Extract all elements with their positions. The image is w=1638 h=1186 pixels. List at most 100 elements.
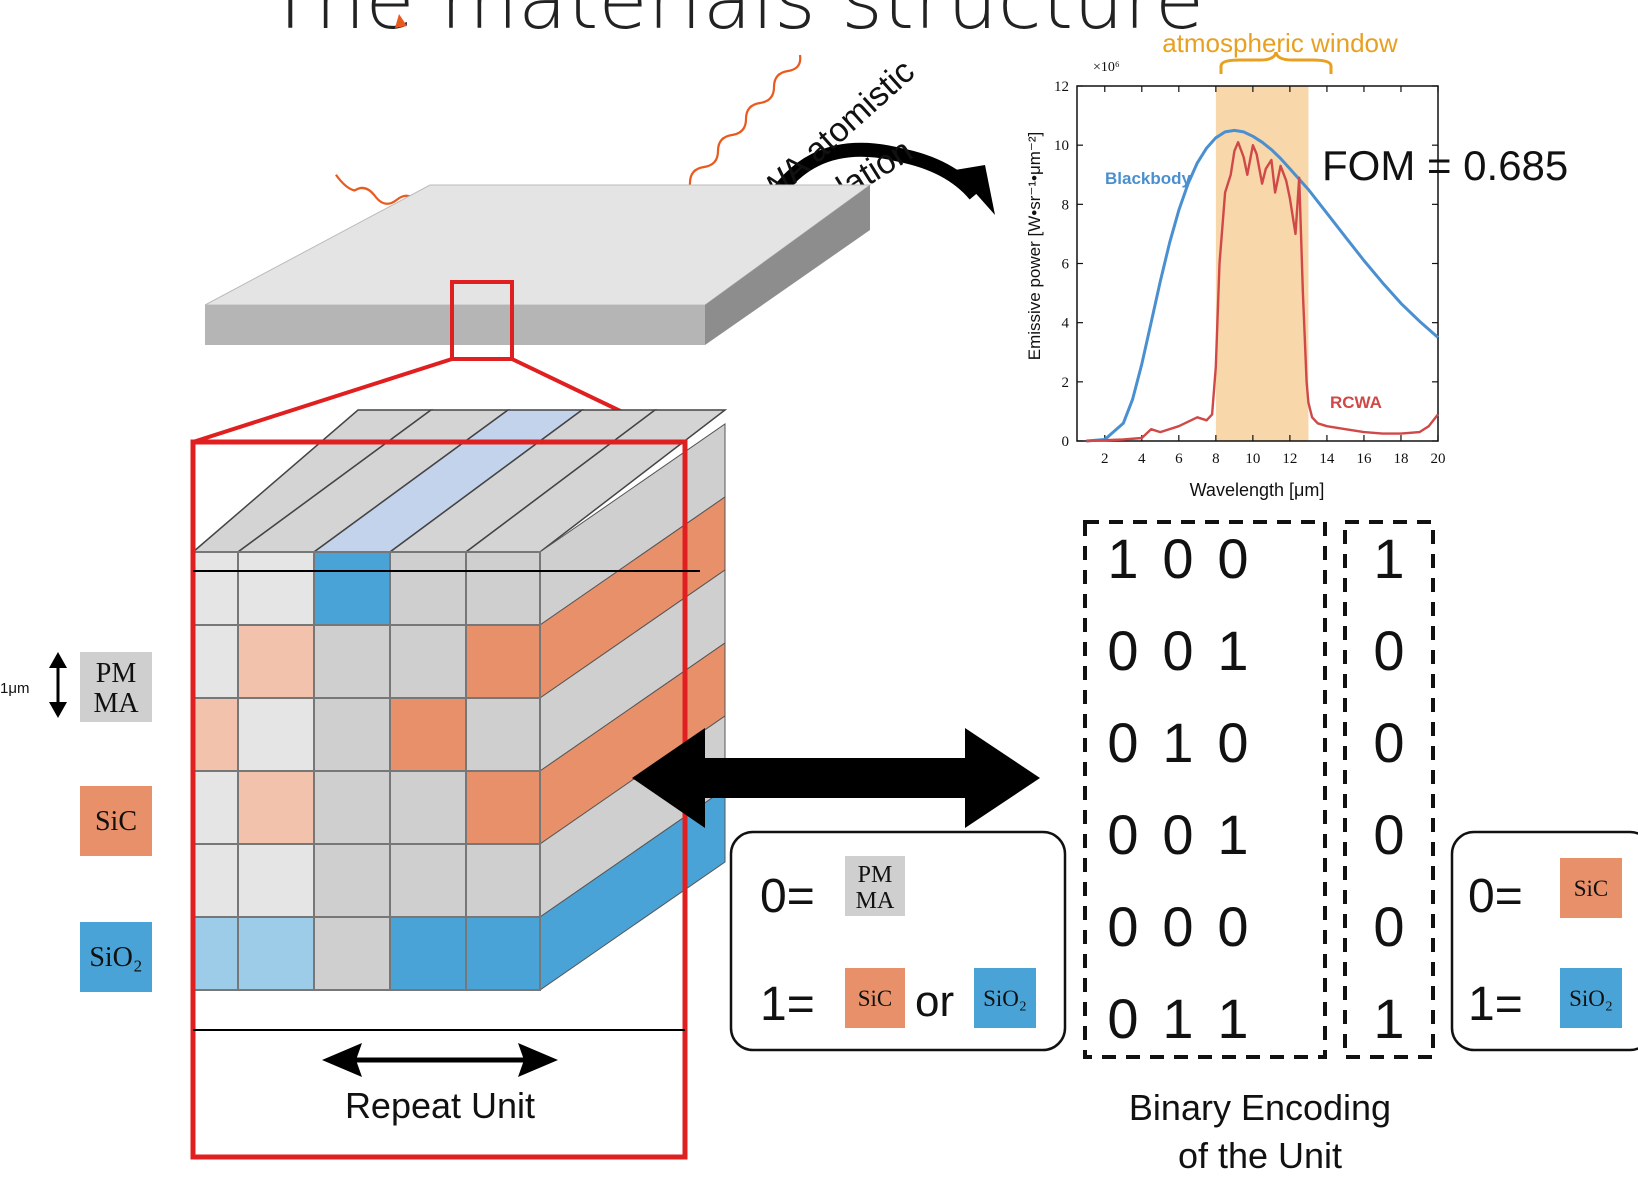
block-front-cell <box>192 697 239 772</box>
box1-sio2-swatch <box>974 968 1036 1028</box>
legend-sic-swatch <box>80 786 152 856</box>
matrix-bit: 1 <box>1217 987 1248 1050</box>
page-title: The materials structure <box>266 0 1204 47</box>
x-tick-label: 14 <box>1319 451 1335 467</box>
simulation-arrow <box>753 142 995 228</box>
emission-chart: atmospheric window ×10⁶ FOM = 0.685 Wave… <box>1025 28 1568 500</box>
block-front-cell <box>237 697 315 772</box>
matrix-bit: 0 <box>1162 619 1193 682</box>
block-front-cell <box>192 551 239 626</box>
block-front-cell <box>389 697 467 772</box>
box1-sic-label: SiC <box>858 986 893 1011</box>
matrix-left-border <box>1083 520 1327 1059</box>
matrix-bit-right: 0 <box>1373 803 1404 866</box>
box2-sic-swatch <box>1560 858 1622 918</box>
matrix-bit: 0 <box>1217 527 1248 590</box>
x-tick-label: 4 <box>1138 451 1146 467</box>
block-front-cell <box>313 551 391 626</box>
block-front-cell <box>465 843 541 918</box>
block-front-cell <box>465 916 541 991</box>
atmospheric-window-label: atmospheric window <box>1162 28 1398 58</box>
x-tick-label: 6 <box>1175 451 1183 467</box>
box2-zero-label: 0= <box>1468 870 1523 923</box>
multiplier-label: ×10⁶ <box>1093 60 1120 75</box>
series-label-rcwa: RCWA <box>1330 393 1382 412</box>
block-front-cell <box>237 916 315 991</box>
block-front-cell <box>313 770 391 845</box>
x-tick-label: 2 <box>1101 451 1109 467</box>
block-front-cell <box>237 551 315 626</box>
atmospheric-window-brace <box>1219 51 1333 74</box>
x-tick-label: 10 <box>1245 451 1260 467</box>
matrix-bit: 0 <box>1217 895 1248 958</box>
block-front-cell <box>237 843 315 918</box>
box1-sic-swatch <box>845 968 905 1028</box>
box1-sio2-label: SiO₂ <box>983 986 1027 1011</box>
thickness-arrow <box>49 652 67 718</box>
x-tick-label: 16 <box>1356 451 1372 467</box>
block-front-cell <box>192 770 239 845</box>
repeat-unit-label: Repeat Unit <box>345 1085 535 1126</box>
matrix-bit: 1 <box>1107 527 1138 590</box>
encoding-legend-box-1: 0= PM MA 1= SiC or SiO₂ <box>729 830 1067 1052</box>
block-front-cell <box>237 624 315 699</box>
series-line-rcwa <box>1086 141 1439 443</box>
block-front-cell <box>237 770 315 845</box>
block-front-cell <box>389 551 467 626</box>
block-front-cell <box>389 916 467 991</box>
y-axis-label: Emissive power [W•sr⁻¹•μm⁻²] <box>1025 132 1044 361</box>
legend-sio2-label: SiO₂ <box>89 942 142 973</box>
encoding-legend-box-2: 0= SiC 1= SiO₂ <box>1450 830 1638 1052</box>
matrix-bit: 0 <box>1162 803 1193 866</box>
block-front-cell <box>465 624 541 699</box>
thickness-label: 1μm <box>0 680 29 697</box>
y-tick-label: 8 <box>1062 197 1070 213</box>
matrix-bit-right: 1 <box>1373 527 1404 590</box>
zoom-line-left <box>192 357 453 444</box>
atmospheric-window-band <box>1215 86 1309 441</box>
legend-pmma-line1: PM <box>96 658 137 689</box>
block-front-cell <box>313 697 391 772</box>
matrix-bit: 0 <box>1162 895 1193 958</box>
matrix-bit: 1 <box>1217 803 1248 866</box>
matrix-bit-right: 0 <box>1373 711 1404 774</box>
block-front-cell <box>389 770 467 845</box>
matrix-bit: 0 <box>1217 711 1248 774</box>
matrix-bit: 0 <box>1162 527 1193 590</box>
block-front-cell <box>389 843 467 918</box>
y-tick-label: 0 <box>1062 434 1070 450</box>
block-front-cell <box>313 624 391 699</box>
matrix-caption-line1: Binary Encoding <box>1129 1087 1391 1128</box>
legend-sic-label: SiC <box>95 806 137 837</box>
matrix-bit: 0 <box>1107 803 1138 866</box>
block-front-cell <box>192 624 239 699</box>
matrix-bit: 0 <box>1107 987 1138 1050</box>
block-front-cell <box>465 770 541 845</box>
box2-one-label: 1= <box>1468 978 1523 1031</box>
matrix-bit: 0 <box>1107 711 1138 774</box>
box1-zero-label: 0= <box>760 870 815 923</box>
box2-sic-label: SiC <box>1574 876 1609 901</box>
matrix-bit: 1 <box>1162 987 1193 1050</box>
x-tick-label: 18 <box>1393 451 1408 467</box>
legend-pmma-swatch <box>80 652 152 722</box>
matrix-bit: 0 <box>1107 895 1138 958</box>
x-tick-label: 8 <box>1212 451 1220 467</box>
box2-sio2-label: SiO₂ <box>1569 986 1613 1011</box>
box2-sio2-swatch <box>1560 968 1622 1028</box>
zoom-region-marker <box>450 280 514 361</box>
matrix-bit-right: 0 <box>1373 895 1404 958</box>
matrix-bit: 1 <box>1217 619 1248 682</box>
y-tick-label: 2 <box>1062 375 1070 391</box>
unit-cell-block <box>190 409 728 991</box>
x-tick-label: 20 <box>1431 451 1446 467</box>
legend-pmma-line2: MA <box>93 688 139 719</box>
block-front-cell <box>313 843 391 918</box>
series-label-blackbody: Blackbody <box>1105 169 1192 188</box>
matrix-bit-right: 1 <box>1373 987 1404 1050</box>
x-tick-label: 12 <box>1282 451 1297 467</box>
block-front-cell <box>389 624 467 699</box>
